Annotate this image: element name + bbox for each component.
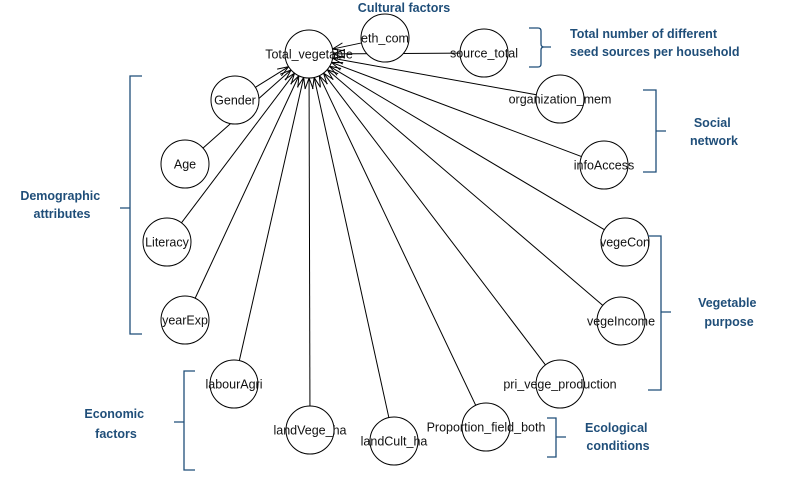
node-circle bbox=[160, 139, 210, 189]
node-label: Proportion_field_both bbox=[427, 421, 546, 435]
node-label: organization_mem bbox=[509, 93, 612, 107]
node-circle bbox=[535, 74, 585, 124]
edge-privege-to-total bbox=[322, 71, 546, 366]
node-privege bbox=[535, 359, 585, 409]
node-circle bbox=[360, 13, 410, 63]
node-eth bbox=[360, 13, 410, 63]
node-circle bbox=[459, 28, 509, 78]
node-circle bbox=[461, 402, 511, 452]
vegetable-purpose-line-1: Vegetable bbox=[698, 296, 756, 310]
node-literacy bbox=[142, 217, 192, 267]
demographic-attributes-label: Demographic attributes bbox=[20, 189, 103, 221]
edge-line bbox=[326, 69, 604, 306]
node-landvege bbox=[285, 405, 335, 455]
seed-sources-brace bbox=[529, 27, 551, 68]
seed-sources-line-1: Total number of different bbox=[570, 27, 718, 41]
social-network-bracket bbox=[643, 89, 666, 173]
demographic-line-1: Demographic bbox=[20, 189, 100, 203]
seed-sources-line-2: seed sources per household bbox=[570, 45, 740, 59]
node-label: eth_com bbox=[361, 32, 409, 46]
node-total bbox=[284, 29, 334, 79]
node-circle bbox=[596, 296, 646, 346]
node-vegecon bbox=[600, 217, 650, 267]
node-label: labourAgri bbox=[206, 378, 263, 392]
social-network-line-1: Social bbox=[694, 116, 731, 130]
social-network-line-2: network bbox=[690, 134, 738, 148]
annotation-brackets bbox=[120, 27, 671, 471]
economic-factors-label: Economic factors bbox=[84, 407, 147, 441]
edge-line bbox=[331, 61, 582, 158]
node-circle bbox=[369, 416, 419, 466]
node-circle bbox=[579, 140, 629, 190]
edge-line bbox=[194, 75, 300, 299]
node-circle bbox=[600, 217, 650, 267]
edge-line bbox=[308, 77, 311, 407]
node-label: source_total bbox=[450, 47, 518, 61]
node-source bbox=[459, 28, 509, 78]
demographic-line-2: attributes bbox=[34, 207, 91, 221]
node-label: Age bbox=[174, 158, 196, 172]
node-propfield bbox=[461, 402, 511, 452]
edge-line bbox=[255, 66, 289, 88]
node-age bbox=[160, 139, 210, 189]
node-label: pri_vege_production bbox=[503, 378, 616, 392]
economic-bracket bbox=[174, 370, 195, 471]
edge-line bbox=[323, 72, 546, 366]
node-org bbox=[535, 74, 585, 124]
node-circle bbox=[535, 359, 585, 409]
node-circle bbox=[142, 217, 192, 267]
node-circle bbox=[285, 405, 335, 455]
node-circle bbox=[209, 359, 259, 409]
vegetable-purpose-line-2: purpose bbox=[704, 315, 753, 329]
edge-propfield-to-total bbox=[318, 74, 477, 406]
ecological-bracket bbox=[547, 417, 566, 458]
edge-line bbox=[181, 72, 295, 224]
ecological-line-1: Ecological bbox=[585, 421, 648, 435]
node-label: infoAccess bbox=[574, 159, 634, 173]
node-label: Total_vegetable bbox=[265, 48, 353, 62]
cultural-factors-label: Cultural factors bbox=[358, 1, 450, 15]
cultural-factors-line-1: Cultural factors bbox=[358, 1, 450, 15]
node-yearexp bbox=[160, 295, 210, 345]
edge-line bbox=[332, 42, 362, 50]
economic-line-1: Economic bbox=[84, 407, 144, 421]
ecological-conditions-label: Ecological conditions bbox=[585, 421, 651, 453]
node-circle bbox=[284, 29, 334, 79]
node-label: Literacy bbox=[145, 236, 190, 250]
node-landcult bbox=[369, 416, 419, 466]
edge-line bbox=[313, 77, 390, 418]
nodes-layer: Total_vegetable eth_com source_totalGender… bbox=[142, 13, 655, 466]
node-label: vegeCon bbox=[600, 236, 650, 250]
node-circle bbox=[210, 75, 260, 125]
edge-line bbox=[238, 77, 305, 361]
node-label: landCult_ha bbox=[361, 435, 428, 449]
node-circle bbox=[160, 295, 210, 345]
vegetable-purpose-bracket bbox=[648, 235, 671, 391]
node-label: vegeIncome bbox=[587, 315, 655, 329]
node-label: Gender bbox=[214, 94, 256, 108]
economic-line-2: factors bbox=[95, 427, 137, 441]
edges-layer bbox=[181, 42, 605, 418]
node-labour bbox=[209, 359, 259, 409]
node-vegeincome bbox=[596, 296, 646, 346]
edge-line bbox=[318, 75, 477, 406]
edge-line bbox=[332, 57, 537, 96]
node-gender bbox=[210, 75, 260, 125]
node-info bbox=[579, 140, 629, 190]
edge-landcult-to-total bbox=[312, 76, 390, 418]
demographic-bracket bbox=[120, 75, 142, 335]
node-label: landVege_ha bbox=[274, 424, 347, 438]
edge-line bbox=[329, 65, 605, 231]
seed-sources-label: Total number of different seed sources p… bbox=[570, 27, 740, 59]
vegetable-purpose-label: Vegetable purpose bbox=[698, 296, 760, 329]
ecological-line-2: conditions bbox=[586, 439, 649, 453]
node-label: yearExp bbox=[162, 314, 208, 328]
social-network-label: Social network bbox=[690, 116, 738, 148]
edge-landvege-to-total bbox=[304, 76, 314, 407]
